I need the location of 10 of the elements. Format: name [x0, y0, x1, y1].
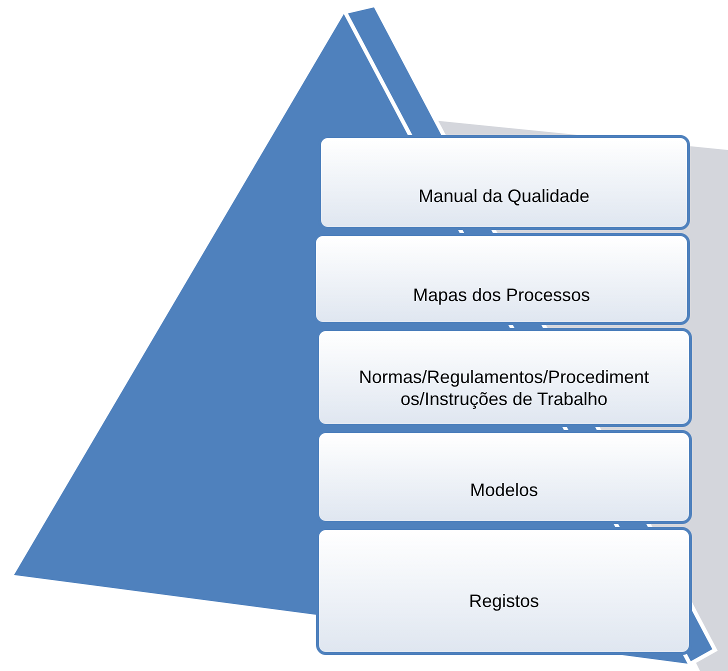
level-box — [313, 233, 690, 325]
level-label: Normas/Regulamentos/Procediment os/Instruções de Trabalho — [358, 366, 650, 410]
level-label: Mapas dos Processos — [412, 284, 592, 306]
level-box — [316, 328, 692, 427]
level-label: Modelos — [468, 479, 540, 501]
level-label: Registos — [468, 590, 540, 612]
level-box — [316, 527, 692, 655]
level-label: Manual da Qualidade — [417, 185, 591, 207]
level-box — [318, 135, 690, 230]
level-box — [316, 430, 692, 524]
